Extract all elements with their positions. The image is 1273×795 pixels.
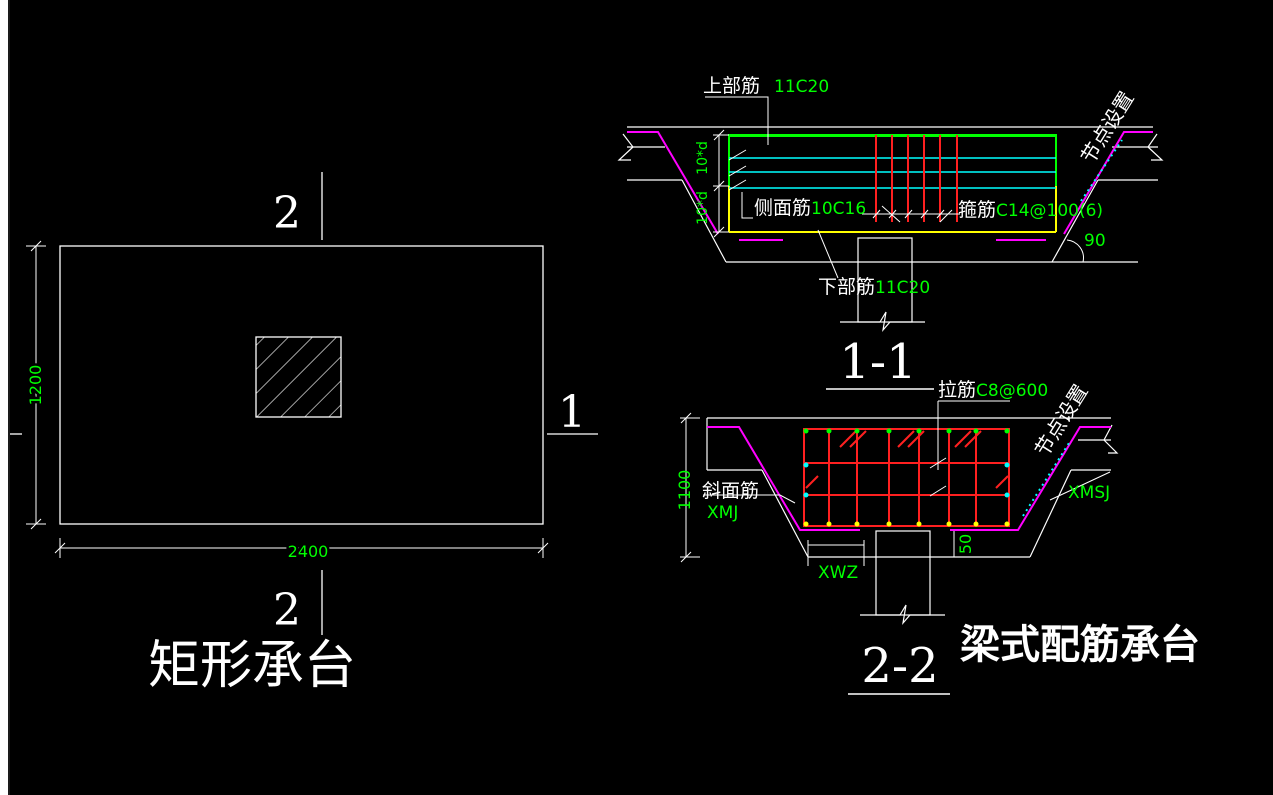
stirrup-value: C14@100(6) (996, 201, 1103, 221)
main-title: 梁式配筋承台 (960, 622, 1200, 668)
section-1-1-title: 1-1 (839, 334, 916, 390)
rebar-dots (803, 428, 1010, 527)
slope-bar-left (627, 131, 719, 235)
dim-10d-top: 10*d (695, 141, 711, 175)
height-dimension (26, 240, 46, 530)
column-hatched (255, 336, 342, 418)
pile-cap-outline (59, 245, 544, 525)
section-2-2: 1100 (675, 379, 1119, 695)
svg-text:侧面筋10C16: 侧面筋10C16 (754, 197, 866, 219)
dim-50: 50 (956, 534, 975, 554)
stirrups (875, 135, 958, 222)
bottom-bar-label: 下部筋 (818, 276, 875, 298)
tie-label: 拉筋 (938, 379, 976, 401)
xmsj-label: XMSJ (1068, 483, 1110, 503)
section-label-right-1: 1 (558, 387, 586, 438)
plan-title: 矩形承台 (148, 636, 356, 696)
slope-bar-right (1063, 131, 1153, 235)
window-left-shadow (8, 0, 10, 795)
plan-height-dim: 1200 (26, 365, 45, 406)
slope-bar-label: 斜面筋 (702, 480, 759, 502)
tie-value: C8@600 (976, 381, 1048, 401)
section-1-1: 10*d 10*d 上部筋 11C20 侧面筋10C16 箍筋C14@100(6)… (617, 75, 1164, 390)
stirrup-label: 箍筋 (958, 199, 996, 221)
xwz-label: XWZ (818, 563, 858, 583)
dim-1100: 1100 (675, 470, 694, 511)
plan-width-dim: 2400 (288, 542, 329, 561)
bottom-bar-value: 11C20 (875, 278, 930, 298)
section-label-top-2: 2 (273, 188, 301, 239)
slope-bar-2-right (950, 426, 1111, 531)
slope-bar-2-left (707, 426, 860, 531)
top-bar-value: 11C20 (774, 77, 829, 97)
side-bar-label: 侧面筋 (754, 197, 811, 219)
window-left-edge (0, 0, 8, 795)
angle-label: 90 (1084, 231, 1106, 251)
top-bar-label: 上部筋 (703, 75, 760, 97)
rebar-cage (803, 428, 1010, 527)
width-dimension (54, 538, 549, 558)
svg-text:下部筋11C20: 下部筋11C20 (818, 276, 930, 298)
side-bar-value: 10C16 (811, 199, 866, 219)
plan-view: 2400 1200 2 2 1 矩形承台 (10, 172, 598, 696)
svg-text:拉筋C8@600: 拉筋C8@600 (938, 379, 1048, 401)
dim-10d-bottom: 10*d (695, 191, 711, 225)
slope-bar-value: XMJ (707, 503, 738, 523)
section-2-2-title: 2-2 (861, 638, 938, 694)
svg-text:箍筋C14@100(6): 箍筋C14@100(6) (958, 199, 1103, 221)
section-label-bottom-2: 2 (273, 585, 301, 636)
